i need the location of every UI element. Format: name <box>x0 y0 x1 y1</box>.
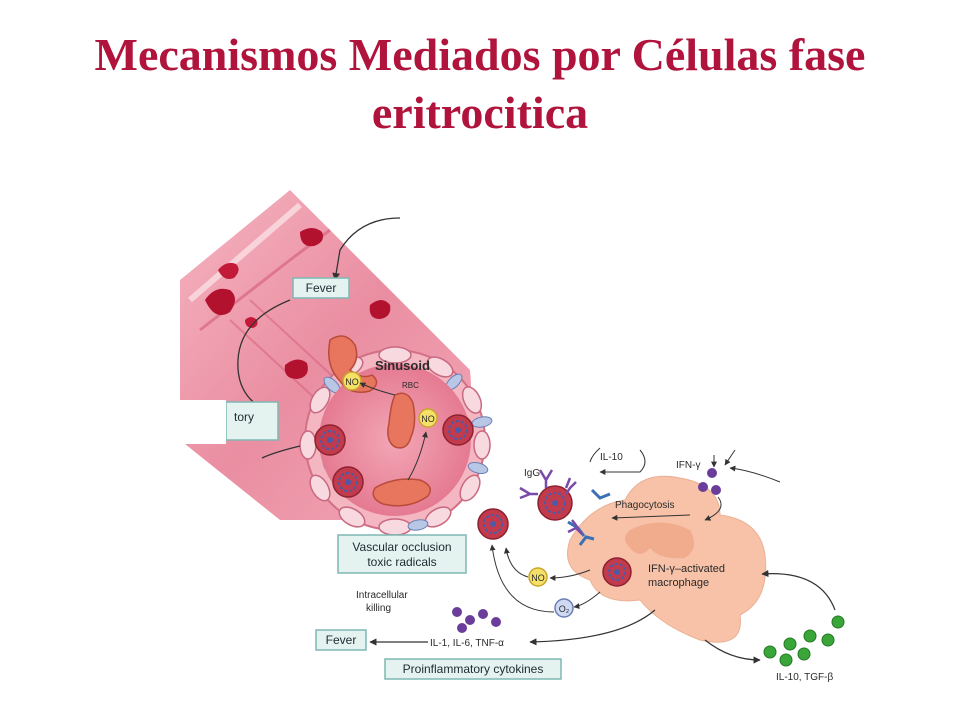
fc-receptor-3 <box>578 535 595 546</box>
rbc-entering <box>328 335 378 393</box>
red-blood-cells <box>328 335 431 507</box>
svg-text:O₂: O₂ <box>559 604 570 614</box>
macrophage-label-line2: macrophage <box>648 577 709 589</box>
intracellular-label-line2: killing <box>366 603 391 614</box>
no-badge-2: NO <box>418 408 438 428</box>
inflammatory-partial-box: tory <box>180 400 279 444</box>
svg-text:tory: tory <box>234 410 254 424</box>
svg-text:toxic radicals: toxic radicals <box>367 555 436 569</box>
anti-cytokines-label: IL-10, TGF-β <box>776 672 833 683</box>
proinflammatory-cytokine-molecules <box>452 607 501 633</box>
sinusoid-cross-section: NO NO Sinusoid RBC <box>299 335 493 536</box>
intracellular-label-line1: Intracellular <box>356 590 408 601</box>
svg-text:NO: NO <box>531 573 545 583</box>
rbc-label: RBC <box>402 381 419 390</box>
pro-cytokines-label: IL-1, IL-6, TNF-α <box>430 638 504 649</box>
sinusoid-label: Sinusoid <box>375 358 430 373</box>
macrophage-label-line1: IFN-γ–activated <box>648 563 725 575</box>
igg-label: IgG <box>524 468 540 479</box>
rbc-bottom <box>372 478 431 507</box>
no-badge-3: NO <box>528 567 548 587</box>
title-line-1: Mecanismos Mediados por Células fase <box>94 29 866 80</box>
fc-receptor-1 <box>590 488 611 500</box>
svg-text:Vascular occlusion: Vascular occlusion <box>352 540 451 554</box>
igg-antibodies <box>519 469 583 535</box>
ifn-gamma-label: IFN-γ <box>676 460 700 471</box>
fever-top-box: Fever <box>292 277 350 299</box>
title-line-2: eritrocitica <box>371 87 589 138</box>
no-badge-1: NO <box>342 371 362 391</box>
free-infected-rbc <box>477 508 509 540</box>
svg-text:Fever: Fever <box>306 281 337 295</box>
il10-top-label: IL-10 <box>600 452 623 463</box>
superoxide-badge: O₂ <box>554 598 574 618</box>
phagocytosis-label: Phagocytosis <box>615 500 674 511</box>
fever-bottom-box: Fever <box>315 629 367 651</box>
rbc-center <box>387 392 416 449</box>
ifn-gamma-molecules <box>698 468 721 495</box>
slide-title: Mecanismos Mediados por Células fase eri… <box>0 26 960 142</box>
svg-text:Fever: Fever <box>326 633 357 647</box>
svg-text:NO: NO <box>421 414 435 424</box>
infected-rbc-cluster-sinusoid <box>314 414 474 498</box>
svg-text:Proinflammatory cytokines: Proinflammatory cytokines <box>403 662 544 676</box>
svg-text:NO: NO <box>345 377 359 387</box>
opsonized-infected-rbc: IgG <box>519 468 583 535</box>
vascular-occlusion-box: Vascular occlusion toxic radicals <box>337 534 467 574</box>
anti-inflammatory-cytokine-molecules <box>763 615 845 667</box>
proinflammatory-cytokines-box: Proinflammatory cytokines <box>384 658 562 680</box>
